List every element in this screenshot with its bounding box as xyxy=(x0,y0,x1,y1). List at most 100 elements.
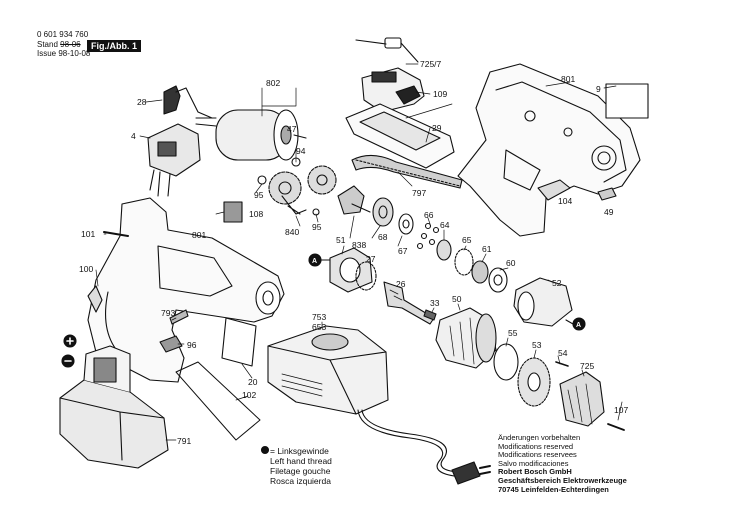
label-797: 797 xyxy=(412,188,426,198)
stand-label: Stand xyxy=(37,40,58,49)
electronic-switch-part xyxy=(147,123,201,197)
bearing-part xyxy=(372,197,394,227)
label-801-left: 801 xyxy=(192,230,206,240)
minus-terminal-icon xyxy=(61,354,75,368)
label-100: 100 xyxy=(79,264,93,274)
label-725-7: 725/7 xyxy=(420,59,442,69)
label-55: 55 xyxy=(508,328,518,338)
part-number: 0 601 934 760 xyxy=(37,30,89,39)
label-802: 802 xyxy=(266,78,280,88)
leader-lines xyxy=(95,63,623,441)
battery-pack-part xyxy=(59,345,169,469)
stand-row: Stand 98-06 xyxy=(37,40,81,49)
label-50: 50 xyxy=(452,294,462,304)
contact-plate-part xyxy=(537,179,571,201)
keyless-chuck-part xyxy=(559,371,605,427)
label-653: 653 xyxy=(312,322,326,332)
figure-label: Fig./Abb. 1 xyxy=(87,40,141,52)
circlip-part xyxy=(493,343,519,381)
gear-housing-part xyxy=(435,307,497,369)
label-96: 96 xyxy=(187,340,197,350)
clip-part xyxy=(597,187,617,201)
latch-part xyxy=(169,309,189,325)
bracket-part xyxy=(163,85,213,119)
set-screw-part xyxy=(423,309,437,321)
label-104: 104 xyxy=(558,196,572,206)
marker-a-left-text: A xyxy=(312,258,317,265)
filter-part xyxy=(223,201,243,223)
label-107: 107 xyxy=(614,405,628,415)
marker-a-right xyxy=(565,317,586,331)
screw-part xyxy=(103,231,129,237)
label-791: 791 xyxy=(177,436,191,446)
terminal-part xyxy=(159,335,183,353)
issue-row: Issue 98-10-08 xyxy=(37,49,90,58)
gear-medium-part xyxy=(307,165,337,195)
clutch-housing-part xyxy=(513,277,573,327)
marker-a-right-text: A xyxy=(576,322,581,329)
gear-large-part xyxy=(268,171,302,205)
clip-left-part xyxy=(87,285,103,313)
label-95-left: 95 xyxy=(254,190,264,200)
left-hand-thread-icon xyxy=(260,445,270,455)
label-66: 66 xyxy=(424,210,434,220)
label-20: 20 xyxy=(248,377,258,387)
legend-left-hand-thread: Left hand thread xyxy=(270,456,332,466)
ring-gear-part xyxy=(355,261,377,291)
label-108: 108 xyxy=(249,209,263,219)
company-line-5: Robert Bosch GmbH xyxy=(498,467,572,477)
company-line-6: Geschäftsbereich Elektrowerkzeuge xyxy=(498,475,627,485)
plus-terminal-icon xyxy=(63,334,77,348)
housing-half-right xyxy=(457,63,641,237)
label-64: 64 xyxy=(440,220,450,230)
label-753: 753 xyxy=(312,312,326,322)
housing-half-left xyxy=(87,197,285,383)
label-26: 26 xyxy=(396,279,406,289)
label-61: 61 xyxy=(482,244,492,254)
switch-part xyxy=(361,67,425,113)
legend-rosca-izquierda: Rosca izquierda xyxy=(270,476,331,486)
balls-part xyxy=(416,222,440,250)
company-line-1: Änderungen vorbehalten xyxy=(498,433,581,442)
part-labels: 725/7 109 29 797 801 9 104 49 802 47 28 … xyxy=(79,59,628,446)
company-line-2: Modifications reserved xyxy=(498,441,574,451)
hex-key-part xyxy=(355,37,419,63)
motor-part xyxy=(195,109,307,161)
adjusting-ring-part xyxy=(517,357,551,407)
label-67: 67 xyxy=(398,246,408,256)
label-725: 725 xyxy=(580,361,594,371)
label-27: 27 xyxy=(366,254,376,264)
label-102: 102 xyxy=(242,390,256,400)
label-33: 33 xyxy=(430,298,440,308)
marker-a-left xyxy=(308,253,331,267)
company-line-4: Salvo modificaciones xyxy=(498,458,569,468)
label-9: 9 xyxy=(596,84,601,94)
label-28: 28 xyxy=(137,97,147,107)
charger-part xyxy=(267,325,389,415)
rating-plate-part xyxy=(605,83,649,119)
planet-carrier-part xyxy=(329,247,373,293)
legend-linksgewinde: = Linksgewinde xyxy=(270,446,329,456)
company-line-3: Modifications reservees xyxy=(498,450,577,460)
washer-part xyxy=(398,213,414,235)
stand-value: 98-06 xyxy=(60,40,81,49)
company-info: Änderungen vorbehalten Modifications res… xyxy=(498,433,627,494)
label-94: 94 xyxy=(296,146,306,156)
gasket-wire-part xyxy=(175,361,261,441)
spindle-part xyxy=(383,281,435,325)
power-cable-part xyxy=(357,409,491,485)
company-line-7: 70745 Leinfelden-Echterdingen xyxy=(498,484,609,494)
label-65: 65 xyxy=(462,235,472,245)
chuck-screw-part xyxy=(555,361,569,367)
label-801-right: 801 xyxy=(561,74,575,84)
chuck-bolt-part xyxy=(607,423,625,431)
label-60: 60 xyxy=(506,258,516,268)
issue-label: Issue xyxy=(37,49,57,58)
label-29: 29 xyxy=(432,123,442,133)
label-52: 52 xyxy=(552,278,562,288)
issue-value: 98-10-08 xyxy=(58,49,91,58)
strap-part xyxy=(351,154,463,189)
label-plate-part xyxy=(221,317,257,367)
label-54: 54 xyxy=(558,348,568,358)
